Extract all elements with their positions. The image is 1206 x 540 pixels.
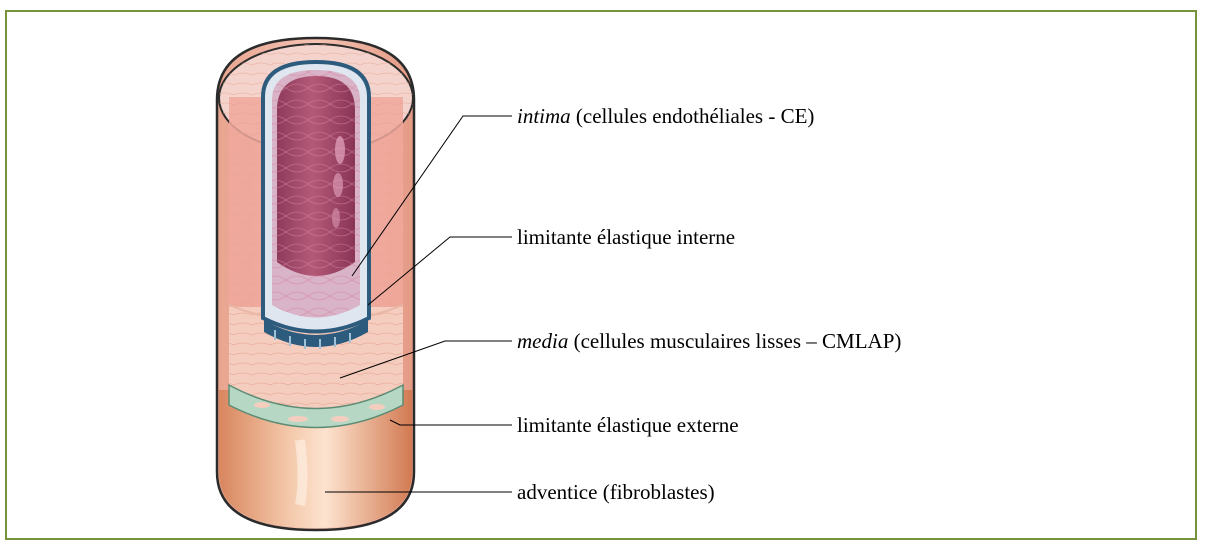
- lumen: [277, 76, 355, 276]
- label-intima: intima (cellules endothéliales - CE): [517, 104, 814, 128]
- label-adventice: adventice (fibroblastes): [517, 480, 715, 504]
- label-external-elastic-lamina: limitante élastique externe: [517, 413, 739, 437]
- label-intima-term: intima: [517, 104, 571, 128]
- label-internal-elastic-lamina: limitante élastique interne: [517, 225, 735, 249]
- label-media-desc: (cellules musculaires lisses – CMLAP): [568, 329, 901, 353]
- label-intima-desc: (cellules endothéliales - CE): [571, 104, 815, 128]
- label-media-term: media: [517, 329, 568, 353]
- label-media: media (cellules musculaires lisses – CML…: [517, 329, 901, 353]
